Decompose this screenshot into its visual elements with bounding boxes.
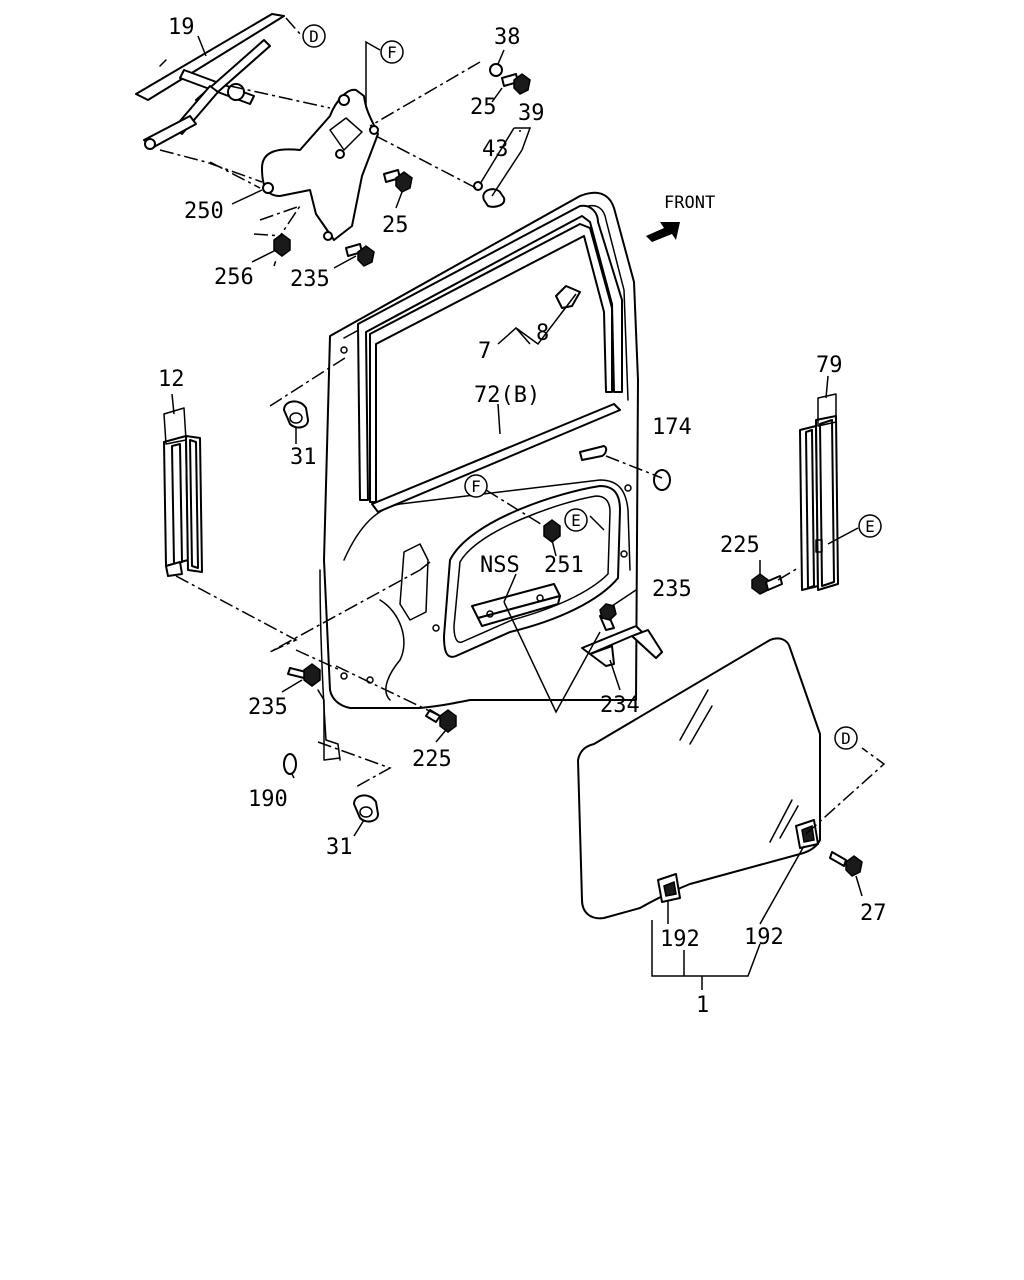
callout-235-lower: 235: [248, 695, 288, 720]
ref-marker-d-top: D: [302, 24, 326, 48]
bolt-225-lower: [425, 709, 457, 733]
callout-38: 38: [494, 25, 521, 50]
stopper-31-lower: [353, 794, 379, 823]
callout-nss: NSS: [480, 553, 520, 578]
grommet-190: [283, 753, 297, 775]
svg-text:E: E: [865, 517, 875, 536]
channel-12: [163, 407, 203, 577]
svg-text:F: F: [387, 43, 397, 62]
bolt-27: [829, 851, 863, 877]
ref-marker-e-mid: E: [564, 508, 588, 532]
door-glass: [577, 637, 821, 920]
svg-text:D: D: [309, 27, 319, 46]
bolt-25-lower: [383, 169, 413, 193]
bracket-234: [581, 625, 663, 667]
callout-25-lower: 25: [382, 213, 409, 238]
callout-192-right: 192: [744, 925, 784, 950]
svg-text:E: E: [571, 511, 581, 530]
front-direction-arrow-icon: [646, 222, 680, 242]
door-panel: [317, 191, 639, 761]
callout-234: 234: [600, 693, 640, 718]
callout-72b: 72(B): [474, 383, 540, 408]
callout-235-top: 235: [290, 267, 330, 292]
ref-marker-f-mid: F: [464, 474, 488, 498]
callout-31-upper: 31: [290, 445, 317, 470]
ref-marker-d-right: D: [834, 726, 858, 750]
connector-lines: [159, 17, 886, 990]
nut-256: [273, 233, 291, 257]
svg-text:D: D: [841, 729, 851, 748]
clip-251: [543, 519, 561, 543]
bolt-225-right: [751, 573, 783, 595]
stopper-39: [482, 188, 506, 208]
callout-25-upper: 25: [470, 95, 497, 120]
callout-251: 251: [544, 553, 584, 578]
stopper-31-upper: [283, 400, 309, 429]
callout-190: 190: [248, 787, 288, 812]
callout-labels: 19 38 25 39 43 250 25 256 235 7 8 12 72(…: [158, 15, 887, 1018]
washer-38: [489, 63, 503, 77]
callout-43: 43: [482, 137, 509, 162]
callout-39: 39: [518, 101, 545, 126]
callout-256: 256: [214, 265, 254, 290]
front-label: FRONT: [664, 193, 715, 213]
bolt-235-top: [345, 243, 375, 267]
window-regulator-assembly: [135, 13, 379, 241]
callout-225-right: 225: [720, 533, 760, 558]
callout-174: 174: [652, 415, 692, 440]
bolt-235-lower-left: [287, 663, 321, 687]
callout-19: 19: [168, 15, 195, 40]
nss-bracket: [471, 583, 561, 627]
callout-235-middle: 235: [652, 577, 692, 602]
callout-7: 7: [478, 339, 491, 364]
callout-27: 27: [860, 901, 887, 926]
callout-250: 250: [184, 199, 224, 224]
clip-8: [555, 285, 581, 309]
callout-8: 8: [536, 321, 549, 346]
callout-192-left: 192: [660, 927, 700, 952]
svg-text:F: F: [471, 477, 481, 496]
bolt-235-middle: [599, 603, 617, 631]
callout-12: 12: [158, 367, 185, 392]
ref-marker-e-right: E: [858, 514, 882, 538]
callout-1: 1: [696, 993, 709, 1018]
bolt-25-upper: [501, 73, 531, 95]
channel-79: [799, 393, 839, 591]
callout-31-lower: 31: [326, 835, 353, 860]
ref-marker-f-top: F: [380, 40, 404, 64]
callout-225-lower: 225: [412, 747, 452, 772]
grommet-174: [653, 469, 671, 491]
callout-79: 79: [816, 353, 843, 378]
